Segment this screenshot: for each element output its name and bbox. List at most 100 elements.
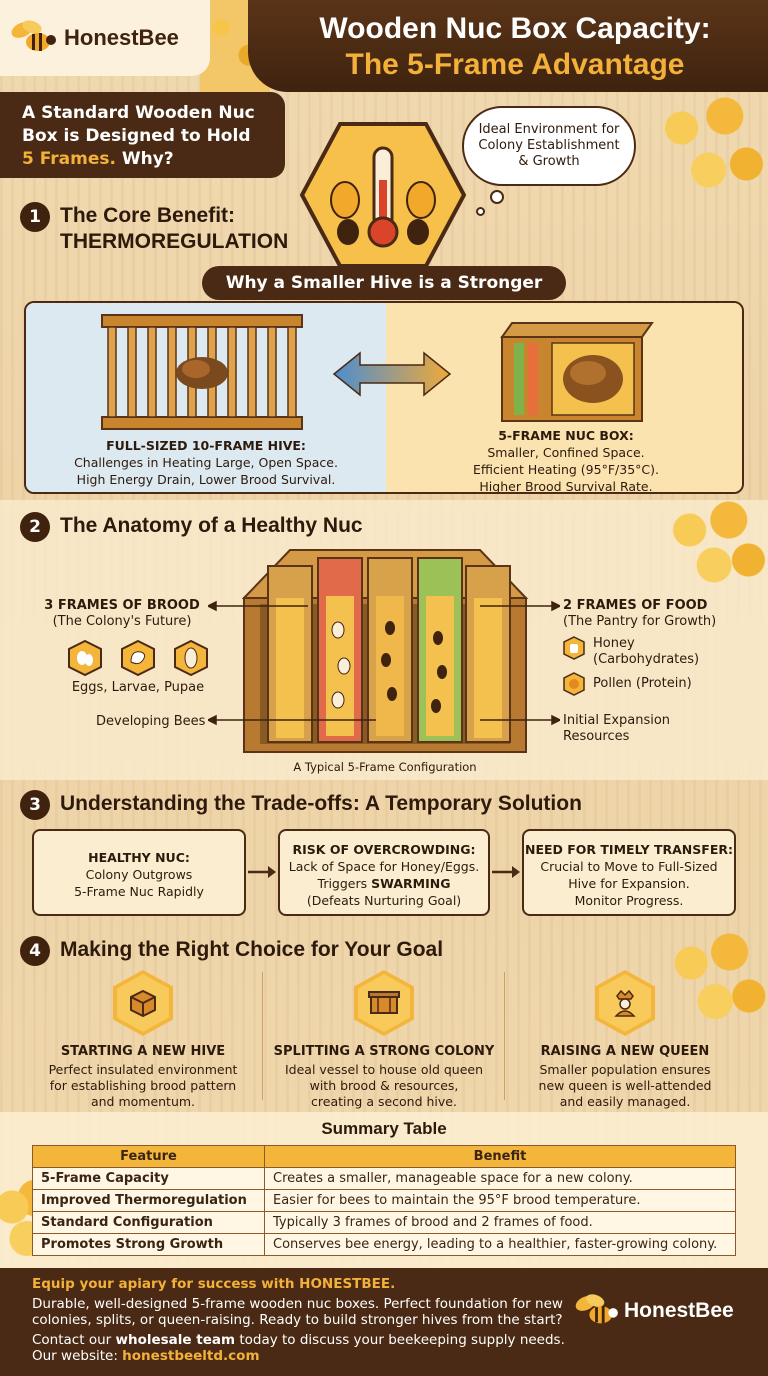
section-1-pill: Why a Smaller Hive is a Stronger Start (202, 266, 566, 327)
footer-contact-a: Contact our (32, 1332, 116, 1348)
thermometer-hex-icon (300, 122, 466, 268)
five-frame-line-2: Efficient Heating (95°F/35°C). (473, 462, 659, 477)
choice-3-line-2: new queen is well-attended (538, 1078, 712, 1093)
trade-2-head: RISK OF OVERCROWDING: (292, 842, 476, 857)
honeycomb-decoration-right (672, 930, 768, 1040)
ten-frame-hive-icon (101, 314, 303, 430)
expansion-line-1: Initial Expansion (563, 713, 671, 728)
arrow-right-icon (492, 866, 520, 878)
choice-2-line-3: creating a second hive. (311, 1094, 457, 1109)
footer-website-label: Our website: (32, 1348, 123, 1364)
ten-frame-head: FULL-SIZED 10-FRAME HIVE: (106, 438, 306, 453)
developing-bees-label: Developing Bees (96, 714, 206, 729)
trade-3-line-1: Crucial to Move to Full-Sized (540, 859, 718, 874)
trade-1-line-1: Colony Outgrows (85, 867, 193, 882)
wholesale-team-link[interactable]: wholesale team (115, 1332, 236, 1348)
table-cell-benefit: Typically 3 frames of brood and 2 frames… (264, 1211, 736, 1234)
ten-frame-side: FULL-SIZED 10-FRAME HIVE: Challenges in … (26, 303, 386, 492)
food-callout: 2 FRAMES OF FOOD (The Pantry for Growth) (563, 598, 753, 630)
ten-frame-description: FULL-SIZED 10-FRAME HIVE: Challenges in … (36, 437, 376, 488)
trade-2-line-2: Triggers SWARMING (280, 875, 488, 892)
swarming-keyword: SWARMING (371, 876, 451, 891)
footer-headline: Equip your apiary for success with HONES… (32, 1276, 396, 1292)
column-divider (262, 972, 263, 1100)
brood-sub: (The Colony's Future) (52, 614, 192, 629)
summary-title: Summary Table (321, 1119, 447, 1138)
choice-new-hive: STARTING A NEW HIVE Perfect insulated en… (30, 970, 256, 1110)
trade-off-overcrowding: RISK OF OVERCROWDING: Lack of Space for … (278, 829, 490, 916)
intro-line-2: Box is Designed to Hold (22, 126, 251, 146)
trade-off-transfer: NEED FOR TIMELY TRANSFER: Crucial to Mov… (522, 829, 736, 916)
trade-3-line-2: Hive for Expansion. (568, 876, 690, 891)
anatomy-pointer-lines (208, 600, 560, 726)
trade-3-head: NEED FOR TIMELY TRANSFER: (525, 842, 733, 857)
nuc-box-icon (354, 970, 414, 1036)
choice-1-head: STARTING A NEW HIVE (60, 1044, 226, 1059)
bee-icon (575, 1294, 618, 1324)
table-cell-benefit: Conserves bee energy, leading to a healt… (264, 1233, 736, 1256)
five-frame-nuc-icon (500, 322, 654, 422)
pupa-icon (174, 640, 208, 676)
table-cell-feature: Standard Configuration (32, 1211, 265, 1234)
section-1-title: The Core Benefit: (60, 204, 236, 227)
brood-head: 3 FRAMES OF BROOD (44, 598, 200, 613)
table-cell-feature: Improved Thermoregulation (32, 1189, 265, 1212)
thought-line-1: Ideal Environment for (478, 122, 620, 137)
column-divider (504, 972, 505, 1100)
larva-icon (121, 640, 155, 676)
section-1-number: 1 (20, 202, 50, 232)
footer-contact-c: today to discuss your beekeeping supply … (235, 1332, 565, 1348)
thought-bubble-dot (490, 190, 504, 204)
table-cell-feature: 5-Frame Capacity (32, 1167, 265, 1190)
choice-1-line-3: and momentum. (90, 1094, 196, 1109)
trade-off-healthy-nuc: HEALTHY NUC: Colony Outgrows 5-Frame Nuc… (32, 829, 246, 916)
pollen-label: Pollen (Protein) (593, 676, 692, 691)
section-3-title: Understanding the Trade-offs: A Temporar… (60, 792, 582, 815)
section-2-number: 2 (20, 512, 50, 542)
bee-icon (11, 20, 56, 51)
nuc-anatomy-illustration (241, 549, 529, 753)
pollen-icon (563, 672, 585, 696)
intro-accent: 5 Frames. (22, 149, 116, 169)
footer-contact: Contact our wholesale team today to disc… (32, 1332, 768, 1348)
intro-callout: A Standard Wooden Nuc Box is Designed to… (0, 92, 285, 178)
website-link[interactable]: honestbeeltd.com (122, 1348, 260, 1364)
anatomy-caption: A Typical 5-Frame Configuration (293, 760, 477, 774)
section-4-title: Making the Right Choice for Your Goal (60, 938, 444, 961)
honeycomb-decoration-mid (670, 500, 768, 600)
choice-2-head: SPLITTING A STRONG COLONY (273, 1044, 495, 1059)
choice-raise-queen: RAISING A NEW QUEEN Smaller population e… (512, 970, 738, 1110)
five-frame-side: 5-FRAME NUC BOX: Smaller, Confined Space… (386, 303, 742, 494)
food-sub: (The Pantry for Growth) (563, 614, 717, 629)
brand-logo[interactable]: HonestBee (0, 0, 210, 76)
trade-2-line-3: (Defeats Nurturing Goal) (306, 893, 462, 908)
choice-3-head: RAISING A NEW QUEEN (540, 1044, 710, 1059)
comparison-panel: FULL-SIZED 10-FRAME HIVE: Challenges in … (24, 301, 744, 494)
footer: Equip your apiary for success with HONES… (0, 1268, 768, 1376)
ten-frame-line-2: High Energy Drain, Lower Brood Survival. (76, 472, 336, 487)
choice-2-line-1: Ideal vessel to house old queen (284, 1062, 484, 1077)
ten-frame-line-1: Challenges in Heating Large, Open Space. (74, 455, 338, 470)
intro-tail: Why? (115, 149, 174, 169)
thought-bubble-dot (476, 207, 485, 216)
five-frame-line-3: Higher Brood Survival Rate. (479, 479, 653, 494)
footer-logo[interactable]: HonestBee (574, 1292, 734, 1330)
honey-label: Honey (Carbohydrates) (593, 636, 699, 668)
choice-1-line-1: Perfect insulated environment (48, 1062, 238, 1077)
footer-brand-name: HonestBee (624, 1299, 734, 1322)
choice-split-colony: SPLITTING A STRONG COLONY Ideal vessel t… (270, 970, 498, 1110)
box-icon (113, 970, 173, 1036)
five-frame-line-1: Smaller, Confined Space. (487, 445, 645, 460)
honey-line-1: Honey (593, 636, 635, 651)
section-4-number: 4 (20, 936, 50, 966)
queen-icon (595, 970, 655, 1036)
section-2-title: The Anatomy of a Healthy Nuc (60, 514, 363, 537)
honey-jar-icon (563, 636, 585, 660)
brood-stages: Eggs, Larvae, Pupae (71, 680, 205, 695)
header-banner (248, 0, 768, 92)
table-header-feature: Feature (32, 1145, 265, 1168)
trade-2-line-1: Lack of Space for Honey/Eggs. (288, 859, 480, 874)
